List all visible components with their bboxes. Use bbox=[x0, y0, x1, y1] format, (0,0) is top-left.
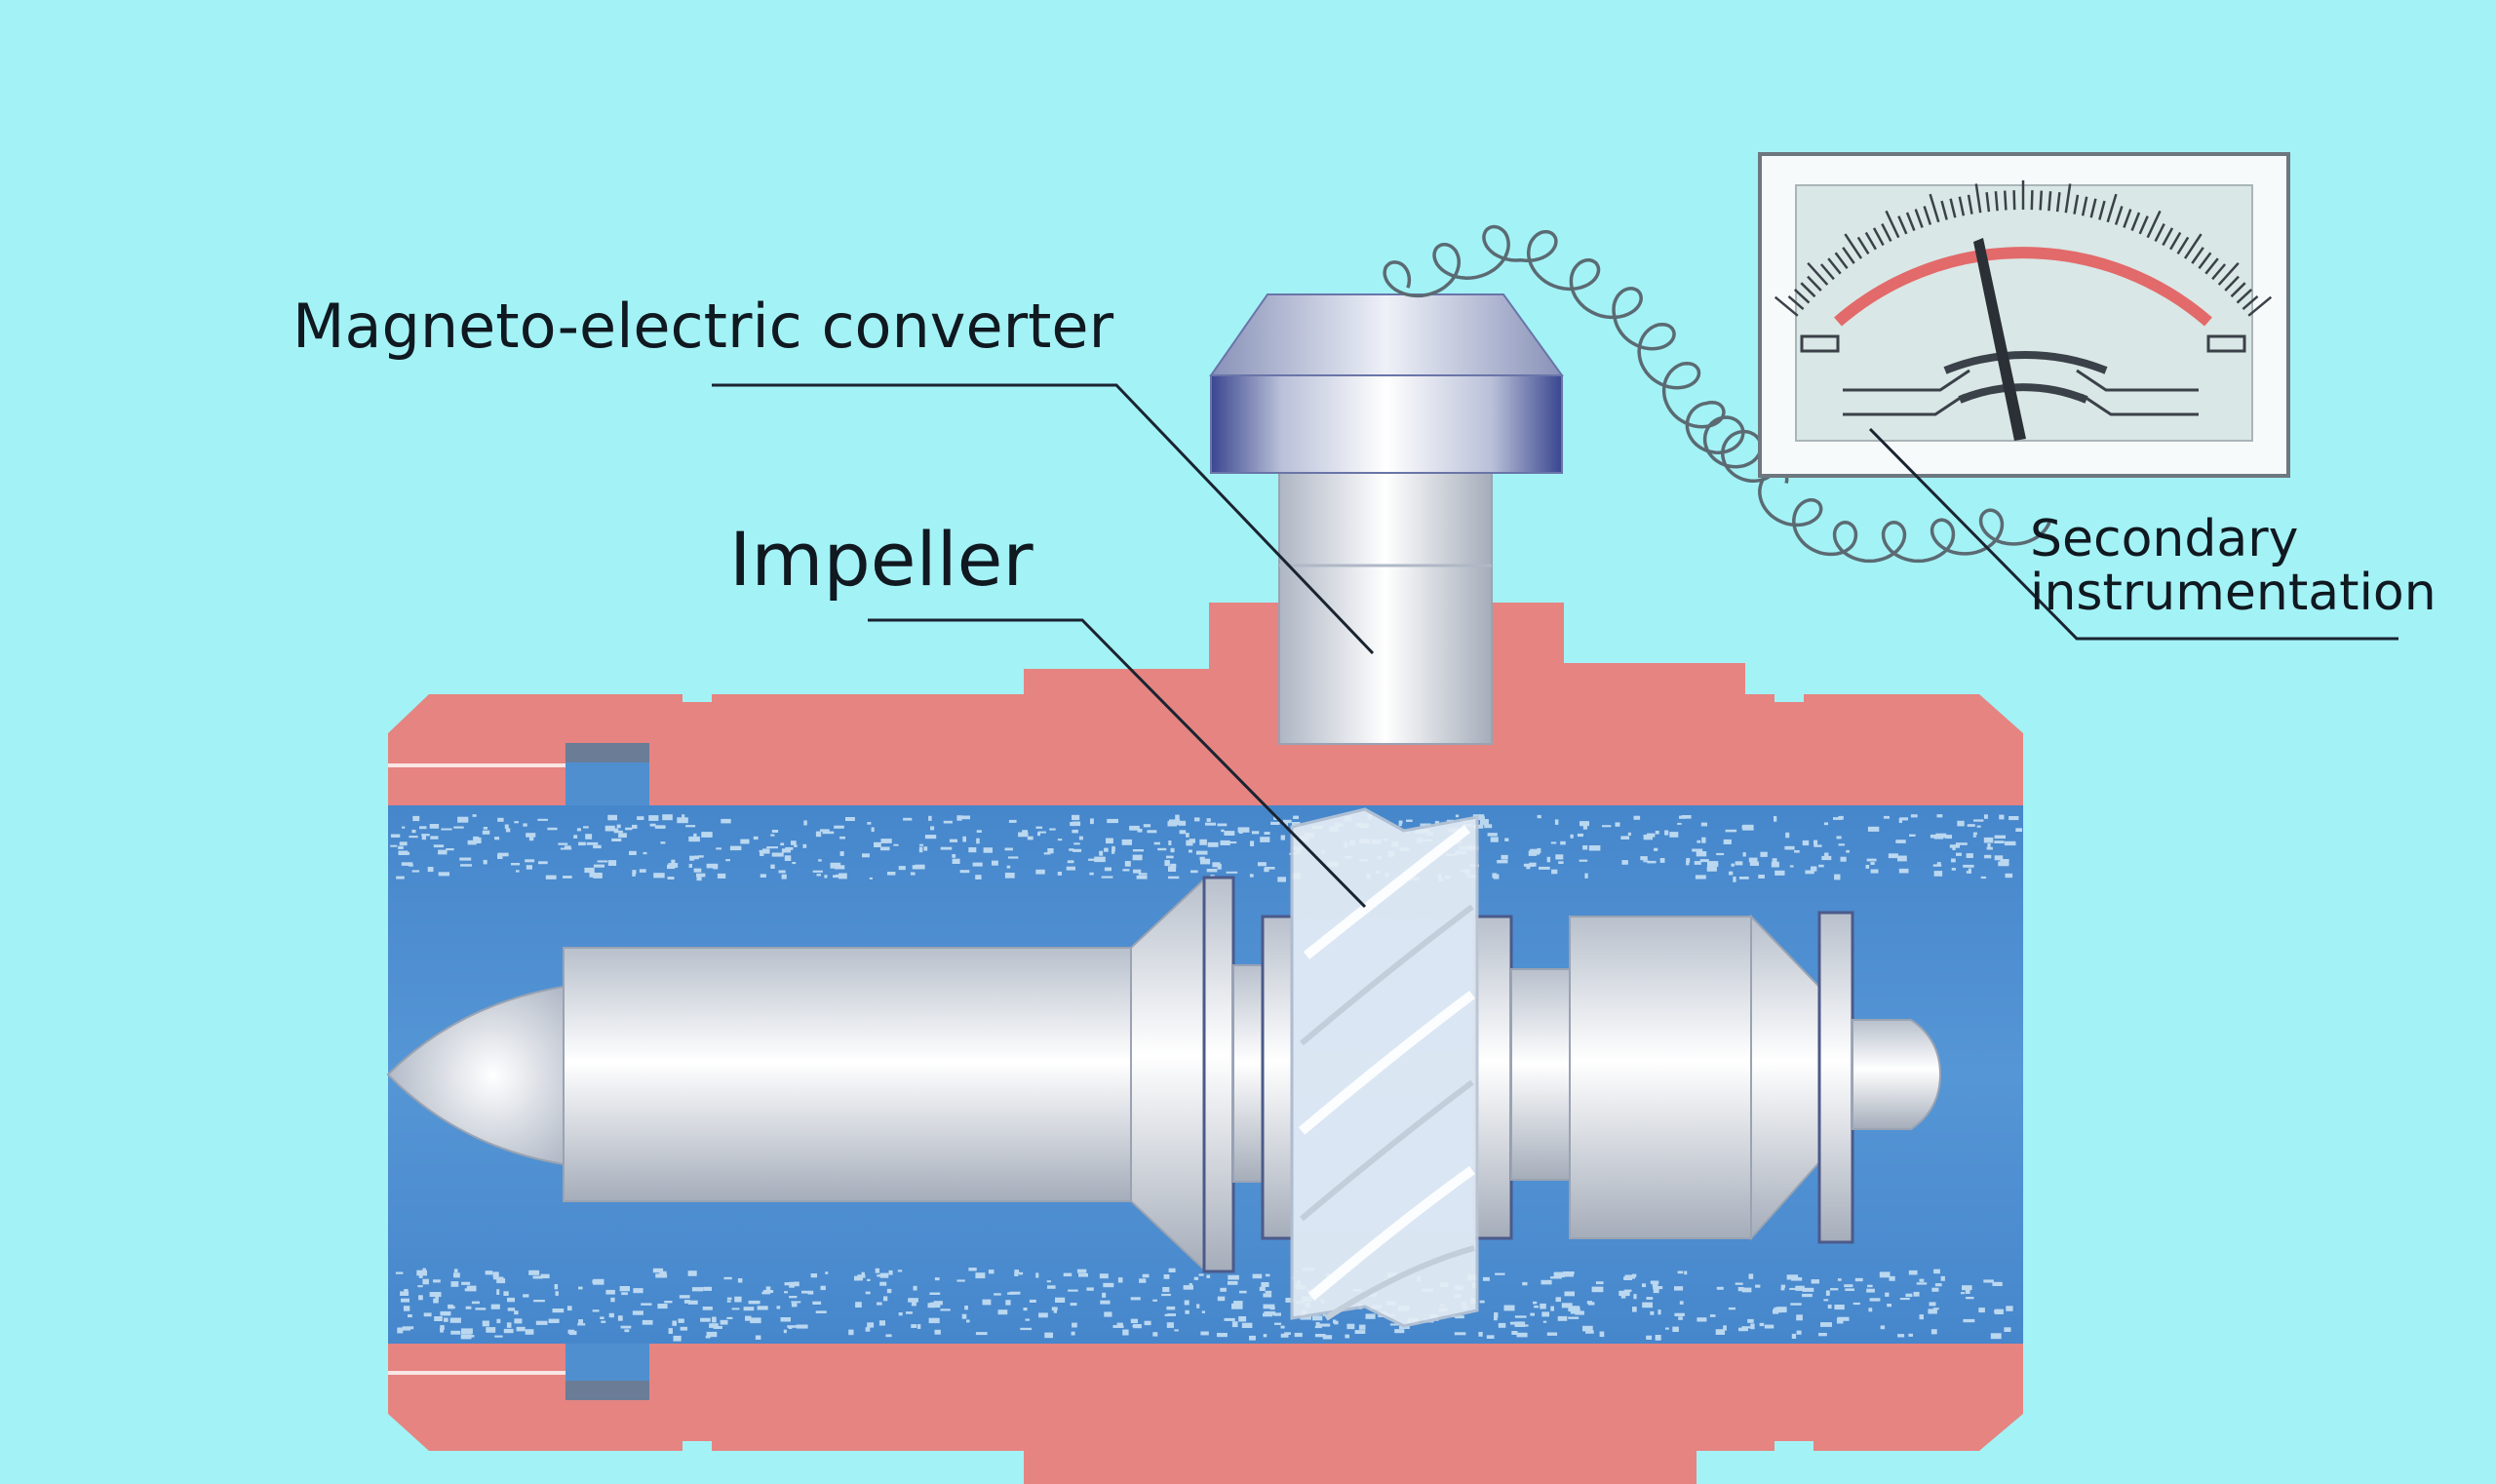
meter-red-arc bbox=[1834, 247, 2212, 327]
meter-inner-arc bbox=[1943, 350, 2108, 374]
upstream-hub bbox=[563, 947, 1132, 1202]
converter-label: Magneto-electric converter bbox=[292, 291, 1114, 362]
downstream-shaft bbox=[1510, 968, 1571, 1181]
meter-base-steps-left bbox=[1800, 334, 1970, 416]
secondary-label-line-1: Secondary bbox=[2030, 510, 2299, 568]
impeller-shaft-assembly bbox=[386, 876, 1942, 1273]
impeller bbox=[1290, 807, 1479, 1328]
coiled-cable-icon bbox=[1383, 224, 2051, 564]
meter-needle bbox=[1973, 238, 2026, 441]
impeller-leader bbox=[868, 618, 1367, 909]
pipe-upper-wall bbox=[388, 603, 2023, 805]
upper-flange-slot-top bbox=[566, 743, 649, 762]
leader-lines bbox=[712, 383, 2398, 909]
lower-flange-slot-bottom bbox=[566, 1381, 649, 1400]
converter-cap bbox=[1210, 374, 1563, 474]
converter-stem bbox=[1278, 472, 1493, 745]
impeller-label: Impeller bbox=[729, 516, 1034, 603]
downstream-hub bbox=[1569, 916, 1752, 1239]
pipe-body bbox=[388, 603, 2023, 1484]
upstream-flare bbox=[1130, 877, 1205, 1272]
upstream-collar bbox=[1202, 876, 1235, 1273]
secondary-instrumentation-label: Secondary instrumentation bbox=[2030, 513, 2437, 619]
analog-meter-icon bbox=[1758, 152, 2290, 478]
pipe-lower-wall bbox=[388, 1344, 2023, 1484]
secondary-label-line-2: instrumentation bbox=[2030, 563, 2437, 622]
meter-base-steps-right bbox=[2076, 334, 2246, 416]
magneto-electric-converter bbox=[1209, 293, 1564, 745]
impeller-blade bbox=[1303, 825, 1471, 959]
secondary-leader bbox=[1868, 427, 2398, 641]
converter-leader bbox=[712, 383, 1375, 655]
converter-cap-top bbox=[1209, 293, 1564, 376]
downstream-tip bbox=[1852, 1019, 1942, 1130]
meter-scale-ticks bbox=[1774, 180, 2273, 317]
meter-face bbox=[1795, 184, 2253, 442]
